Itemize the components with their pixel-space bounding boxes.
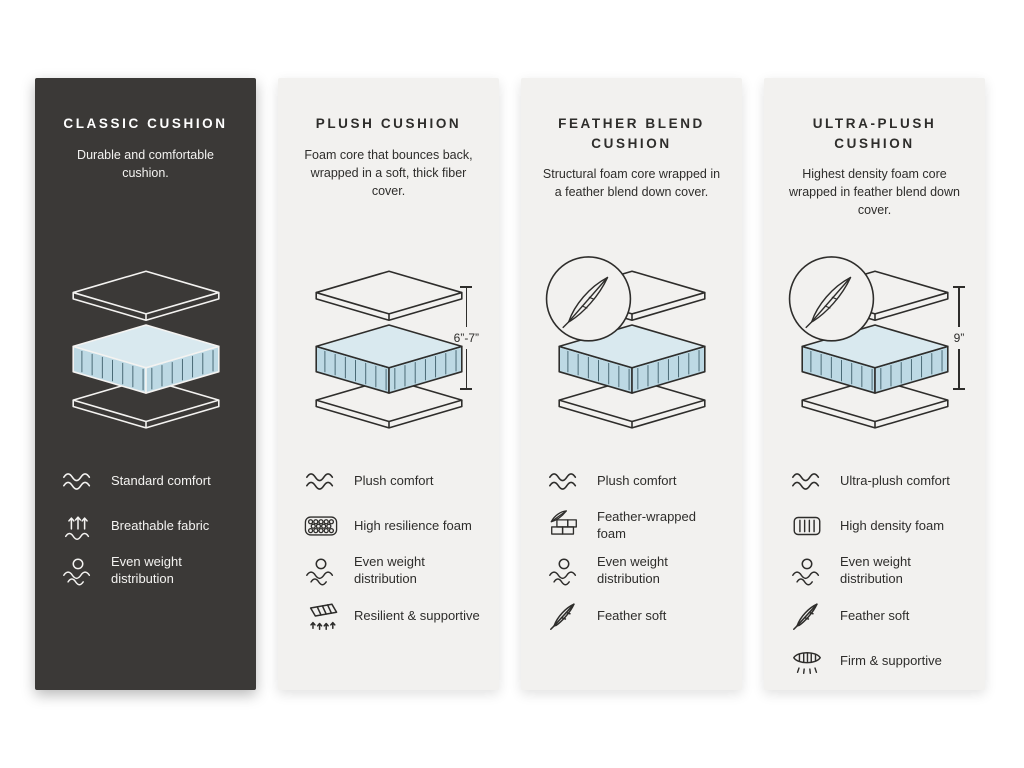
panel-header: PLUSH CUSHION Foam core that bounces bac… [294, 114, 483, 222]
cushion-layers-icon [545, 255, 706, 429]
panel-title: FEATHER BLEND CUSHION [558, 116, 705, 151]
feather-badge-icon [545, 255, 631, 342]
cushion-layers-icon [314, 269, 463, 429]
feature-label: Firm & supportive [840, 652, 942, 668]
height-label: 6”-7” [453, 331, 479, 345]
measure-bottom-cap [953, 388, 965, 390]
measure-line [465, 349, 468, 388]
feature-label: Even weight distribution [840, 554, 911, 586]
measure-line [958, 288, 960, 327]
feature-list: Ultra-plush comfort High density foam Ev… [780, 462, 969, 678]
feature-label: Plush comfort [597, 472, 677, 488]
feature-standard-comfort: Standard comfort [57, 464, 240, 498]
feature-firm-supportive: Firm & supportive [786, 644, 969, 678]
panel-feather-blend-cushion: FEATHER BLEND CUSHION Structural foam co… [521, 78, 742, 690]
weight-distribution-icon [549, 558, 577, 586]
feature-label: Even weight distribution [111, 554, 182, 586]
cushion-illustration [537, 222, 726, 462]
feature-label: Even weight distribution [354, 554, 425, 586]
feather-icon [793, 603, 818, 630]
height-measure: 9” [953, 286, 965, 390]
feature-label: Standard comfort [111, 472, 211, 488]
feature-label: Plush comfort [354, 472, 434, 488]
cushion-illustration: 6”-7” [294, 222, 483, 462]
panel-header: CLASSIC CUSHION Durable and comfortable … [51, 114, 240, 222]
cushion-illustration [51, 222, 240, 462]
panel-plush-cushion: PLUSH CUSHION Foam core that bounces bac… [278, 78, 499, 690]
measure-bottom-cap [460, 388, 473, 390]
foam-cells-icon [304, 516, 338, 536]
feature-feather-soft: Feather soft [543, 599, 726, 633]
panel-description: Foam core that bounces back, wrapped in … [304, 147, 473, 198]
waves-icon [306, 473, 334, 490]
panel-title: CLASSIC CUSHION [63, 116, 228, 131]
feature-high-density-foam: High density foam [786, 509, 969, 543]
weight-distribution-icon [63, 558, 91, 586]
panel-header: ULTRA-PLUSH CUSHION Highest density foam… [780, 114, 969, 222]
feature-list: Standard comfort Breathable fabric Even … [51, 462, 240, 588]
feather-badge-icon [788, 255, 874, 342]
breathable-icon [64, 516, 90, 540]
waves-icon [549, 473, 577, 490]
cushion-illustration: 9” [780, 222, 969, 462]
panel-classic-cushion: CLASSIC CUSHION Durable and comfortable … [35, 78, 256, 690]
waves-icon [63, 473, 91, 490]
feature-label: Resilient & supportive [354, 607, 480, 623]
feature-feather-wrapped-foam: Feather-wrapped foam [543, 509, 726, 543]
feature-label: Feather-wrapped foam [597, 509, 696, 541]
spring-icon [309, 603, 338, 630]
density-lines-icon [793, 516, 821, 536]
panel-description: Durable and comfortable cushion. [77, 147, 214, 180]
measure-top-cap [460, 286, 473, 288]
cushion-layers-icon [788, 255, 949, 429]
feature-feather-soft: Feather soft [786, 599, 969, 633]
panel-title: PLUSH CUSHION [315, 116, 462, 131]
panel-ultra-plush-cushion: ULTRA-PLUSH CUSHION Highest density foam… [764, 78, 985, 690]
panel-description: Highest density foam core wrapped in fea… [789, 167, 960, 218]
feather-icon [550, 603, 575, 630]
feature-label: High resilience foam [354, 517, 472, 533]
waves-icon [792, 473, 820, 490]
cushion-layers-icon [71, 269, 220, 429]
panel-title: ULTRA-PLUSH CUSHION [812, 116, 937, 151]
weight-distribution-icon [306, 558, 334, 586]
weight-distribution-icon [792, 558, 820, 586]
feature-weight-distribution: Even weight distribution [786, 554, 969, 588]
feature-label: Breathable fabric [111, 517, 210, 533]
feature-label: High density foam [840, 517, 945, 533]
feature-list: Plush comfort High resilience foam Even … [294, 462, 483, 633]
feature-resilient-supportive: Resilient & supportive [300, 599, 483, 633]
measure-top-cap [953, 286, 965, 288]
feature-ultra-plush-comfort: Ultra-plush comfort [786, 464, 969, 498]
panel-description: Structural foam core wrapped in a feathe… [542, 167, 721, 200]
feature-list: Plush comfort Feather-wrapped foam Even … [537, 462, 726, 633]
feature-breathable-fabric: Breathable fabric [57, 509, 240, 543]
feature-high-resilience-foam: High resilience foam [300, 509, 483, 543]
feature-label: Feather soft [840, 607, 910, 623]
height-measure: 6”-7” [454, 286, 479, 390]
feature-label: Feather soft [597, 607, 667, 623]
measure-line [465, 288, 468, 327]
measure-line [958, 349, 960, 388]
panel-header: FEATHER BLEND CUSHION Structural foam co… [537, 114, 726, 222]
feature-weight-distribution: Even weight distribution [543, 554, 726, 588]
feature-weight-distribution: Even weight distribution [300, 554, 483, 588]
feature-label: Even weight distribution [597, 554, 668, 586]
feature-label: Ultra-plush comfort [840, 472, 950, 488]
height-label: 9” [953, 331, 965, 345]
feature-weight-distribution: Even weight distribution [57, 554, 240, 588]
firm-support-icon [793, 652, 821, 674]
feature-plush-comfort: Plush comfort [543, 464, 726, 498]
feature-plush-comfort: Plush comfort [300, 464, 483, 498]
feather-foam-icon [550, 510, 577, 535]
